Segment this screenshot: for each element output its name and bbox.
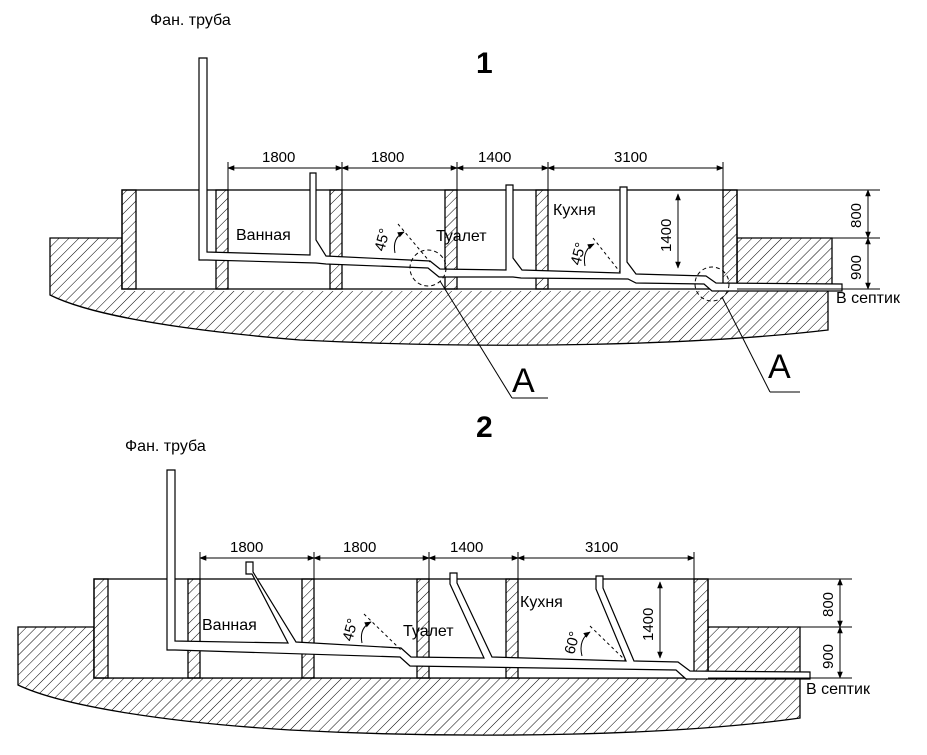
angle2-2: 60° [561, 630, 583, 656]
pipe-system-1 [198, 57, 843, 292]
wall-1 [215, 189, 229, 290]
scheme-1: 1 1800 [49, 12, 901, 400]
dimensions-right-1: 800 900 1400 [658, 189, 880, 290]
angle-mark-1: 45° [371, 223, 431, 263]
pipe-system-2 [166, 469, 811, 680]
fan-pipe-label-2: Фан. труба [125, 438, 206, 455]
wall-4 [535, 189, 549, 290]
height-total: 1400 [658, 219, 675, 252]
dimensions-top-1: 1800 1800 1400 3100 [227, 149, 724, 190]
wall-outer-right [722, 189, 738, 290]
ground-left [49, 237, 829, 346]
wall2-outer-right [693, 578, 709, 679]
sewer-pipe [198, 57, 843, 292]
height2-upper: 800 [820, 592, 837, 617]
room-kitchen: Кухня [553, 202, 596, 219]
span-3: 1400 [478, 149, 511, 166]
room-toilet: Туалет [436, 228, 487, 245]
wall2-1 [187, 578, 201, 679]
angle-1: 45° [371, 227, 393, 253]
span-4: 3100 [614, 149, 647, 166]
ground-right [736, 237, 833, 290]
detail-callouts: A A [409, 249, 800, 400]
angle2-mark-1: 45° [339, 613, 402, 651]
wall-3 [444, 189, 458, 290]
wall-outer-left [121, 189, 137, 290]
outlet-label-2: В септик [806, 681, 871, 698]
dimensions-right-2: 800 900 1400 [640, 578, 852, 679]
height-upper: 800 [848, 203, 865, 228]
wall2-outer-left [93, 578, 109, 679]
wall2-2 [301, 578, 315, 679]
height2-total: 1400 [640, 608, 657, 641]
outlet-label: В септик [836, 290, 901, 307]
room-bath: Ванная [236, 227, 291, 244]
dimensions-top-2: 1800 1800 1400 3100 [199, 539, 695, 579]
span2-3: 1400 [450, 539, 483, 556]
scheme-1-number: 1 [476, 47, 493, 80]
fan-pipe-label: Фан. труба [150, 12, 231, 29]
span-2: 1800 [371, 149, 404, 166]
wall2-4 [505, 578, 519, 679]
ground-left-2 [17, 626, 801, 736]
height-lower: 900 [848, 255, 865, 280]
span2-1: 1800 [230, 539, 263, 556]
span2-4: 3100 [585, 539, 618, 556]
ground-right-2 [707, 626, 801, 679]
angle-2: 45° [567, 241, 589, 267]
wall-2 [329, 189, 343, 290]
detail-mark-2: A [768, 348, 791, 386]
angle2-mark-2: 60° [561, 625, 627, 662]
scheme-2-number: 2 [476, 411, 493, 444]
angle-mark-2: 45° [567, 237, 621, 273]
span-1: 1800 [262, 149, 295, 166]
angle2-1: 45° [339, 617, 361, 643]
scheme-2: 2 1800 1800 1400 310 [17, 411, 871, 736]
room2-kitchen: Кухня [520, 594, 563, 611]
height2-lower: 900 [820, 644, 837, 669]
room2-toilet: Туалет [403, 623, 454, 640]
sewer-pipe-2 [166, 469, 811, 680]
foundation-walls-2 [93, 578, 709, 679]
room2-bath: Ванная [202, 617, 257, 634]
detail-mark-1: A [512, 362, 535, 400]
wall2-3 [416, 578, 430, 679]
span2-2: 1800 [343, 539, 376, 556]
